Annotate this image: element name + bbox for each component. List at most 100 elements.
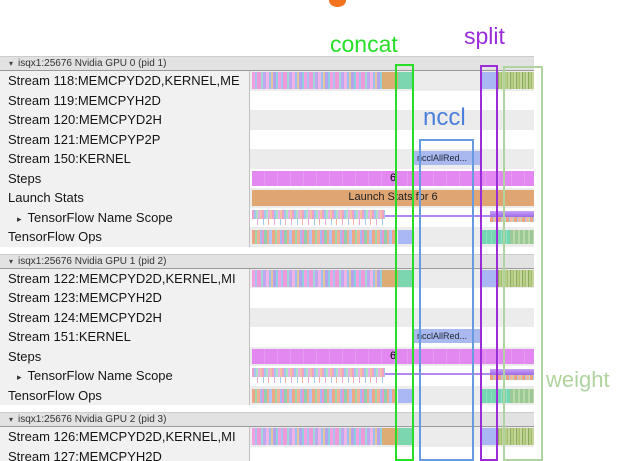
row-label: Launch Stats [0,188,250,208]
track-row: Stream 126:MEMCPYD2D,KERNEL,MI [0,427,622,447]
namescope-right-events-strip[interactable] [490,216,534,222]
split-annotation-box [480,65,498,461]
concat-event-bar[interactable] [398,428,414,445]
row-label: Stream 151:KERNEL [0,327,250,347]
namescope-right-span-bar[interactable] [490,369,534,375]
namescope-right-span-bar[interactable] [490,210,534,217]
row-label: Stream 119:MEMCPYH2D [0,90,250,110]
ops-events-strip[interactable] [252,388,395,403]
weight-update-annotation-label: weight update [546,302,613,461]
ops-weight-update-events-strip[interactable] [510,230,534,244]
track-row: ▸TensorFlow Name Scope [0,207,622,227]
row-label: Stream 123:MEMCPYH2D [0,288,250,308]
ops-events-strip[interactable] [252,230,395,244]
row-label: Stream 150:KERNEL [0,149,250,169]
event-track[interactable]: 6 [250,346,534,366]
track-row: Stream 122:MEMCPYD2D,KERNEL,MI [0,268,622,288]
event-track[interactable] [250,446,534,461]
steps-bar[interactable]: 6 [252,349,534,364]
split-event-bar[interactable] [482,428,497,445]
weight-update-annotation-box [503,66,543,461]
nccl-annotation-box [419,139,474,461]
track-row: Stream 127:MEMCPYH2D [0,446,622,461]
namescope-span-bar[interactable] [252,214,534,217]
trace-events-strip[interactable] [252,72,382,89]
event-track[interactable] [250,288,534,308]
section-header-label: isqx1:25676 Nvidia GPU 0 (pid 1) [18,58,167,69]
event-track[interactable]: ncclAllRed... [250,327,534,347]
section-header-label: isqx1:25676 Nvidia GPU 1 (pid 2) [18,255,167,267]
weight-update-events-strip[interactable] [498,72,534,89]
concat-annotation-label: concat [330,31,398,57]
section-header-gpu-1[interactable]: ▾ isqx1:25676 Nvidia GPU 1 (pid 2) [0,253,534,269]
memcpy-event-bar[interactable] [382,72,398,89]
cropped-orange-label [329,0,346,7]
namescope-right-events-strip[interactable] [490,375,534,380]
row-label: Stream 126:MEMCPYD2D,KERNEL,MI [0,427,250,447]
section-gap [0,405,622,412]
concat-event-bar[interactable] [398,269,414,287]
section-header-label: isqx1:25676 Nvidia GPU 2 (pid 3) [18,414,167,425]
weight-update-events-strip[interactable] [498,269,534,287]
collapse-triangle-icon[interactable]: ▾ [9,256,14,266]
event-track[interactable] [250,129,534,149]
event-track[interactable] [250,110,534,130]
concat-event-bar[interactable] [398,72,414,89]
split-event-bar[interactable] [482,72,497,89]
namescope-events-descenders [252,377,385,383]
row-label: TensorFlow Ops [0,385,250,405]
collapse-triangle-icon[interactable]: ▾ [9,415,14,424]
event-track[interactable] [250,207,534,227]
trace-events-strip[interactable] [252,428,382,445]
event-track[interactable] [250,385,534,405]
expand-triangle-icon[interactable]: ▸ [17,372,22,382]
ops-concat-event-bar[interactable] [398,230,413,244]
row-label: ▸TensorFlow Name Scope [0,366,250,386]
section-gap [0,246,622,254]
track-row: Stream 118:MEMCPYD2D,KERNEL,ME [0,71,622,91]
ops-weight-update-events-strip[interactable] [510,388,534,403]
event-track[interactable]: Launch Stats for 6 [250,188,534,208]
launch-stats-bar[interactable]: Launch Stats for 6 [252,190,534,206]
track-row: Stream 119:MEMCPYH2D [0,90,622,110]
nccl-allreduce-bar[interactable]: ncclAllRed... [412,329,480,343]
event-track[interactable] [250,268,534,288]
collapse-triangle-icon[interactable]: ▾ [9,59,14,68]
track-row: TensorFlow Ops [0,385,622,405]
row-label: Stream 124:MEMCPYD2H [0,307,250,327]
ops-concat-event-bar[interactable] [398,388,413,403]
steps-bar[interactable]: 6 [252,171,534,186]
event-track[interactable] [250,307,534,327]
event-track[interactable]: 6 [250,168,534,188]
split-event-bar[interactable] [482,269,497,287]
row-label: Steps [0,346,250,366]
memcpy-event-bar[interactable] [382,269,398,287]
row-label: Stream 122:MEMCPYD2D,KERNEL,MI [0,268,250,288]
trace-events-strip[interactable] [252,269,382,287]
event-track[interactable] [250,427,534,447]
expand-triangle-icon[interactable]: ▸ [17,213,22,224]
namescope-span-bar[interactable] [252,373,534,375]
namescope-events-descenders [252,218,385,225]
section-header-gpu-2[interactable]: ▾ isqx1:25676 Nvidia GPU 2 (pid 3) [0,412,534,427]
track-row: Stream 121:MEMCPYP2P [0,129,622,149]
event-track[interactable]: ncclAllRed... [250,149,534,169]
event-track[interactable] [250,366,534,386]
memcpy-event-bar[interactable] [382,428,398,445]
trace-timeline: ▾ isqx1:25676 Nvidia GPU 0 (pid 1) Stream … [0,56,622,461]
event-track[interactable] [250,90,534,110]
namescope-events-strip[interactable] [252,368,385,377]
nccl-allreduce-bar[interactable]: ncclAllRed... [412,151,480,165]
row-label: Stream 118:MEMCPYD2D,KERNEL,ME [0,71,250,91]
track-row: Stream 124:MEMCPYD2H [0,307,622,327]
row-label: ▸TensorFlow Name Scope [0,207,250,227]
namescope-events-strip[interactable] [252,209,385,219]
section-header-gpu-0[interactable]: ▾ isqx1:25676 Nvidia GPU 0 (pid 1) [0,56,534,71]
track-row: Stream 123:MEMCPYH2D [0,288,622,308]
weight-update-events-strip[interactable] [498,428,534,445]
track-row: Stream 151:KERNEL ncclAllRed... [0,327,622,347]
event-track[interactable] [250,71,534,91]
